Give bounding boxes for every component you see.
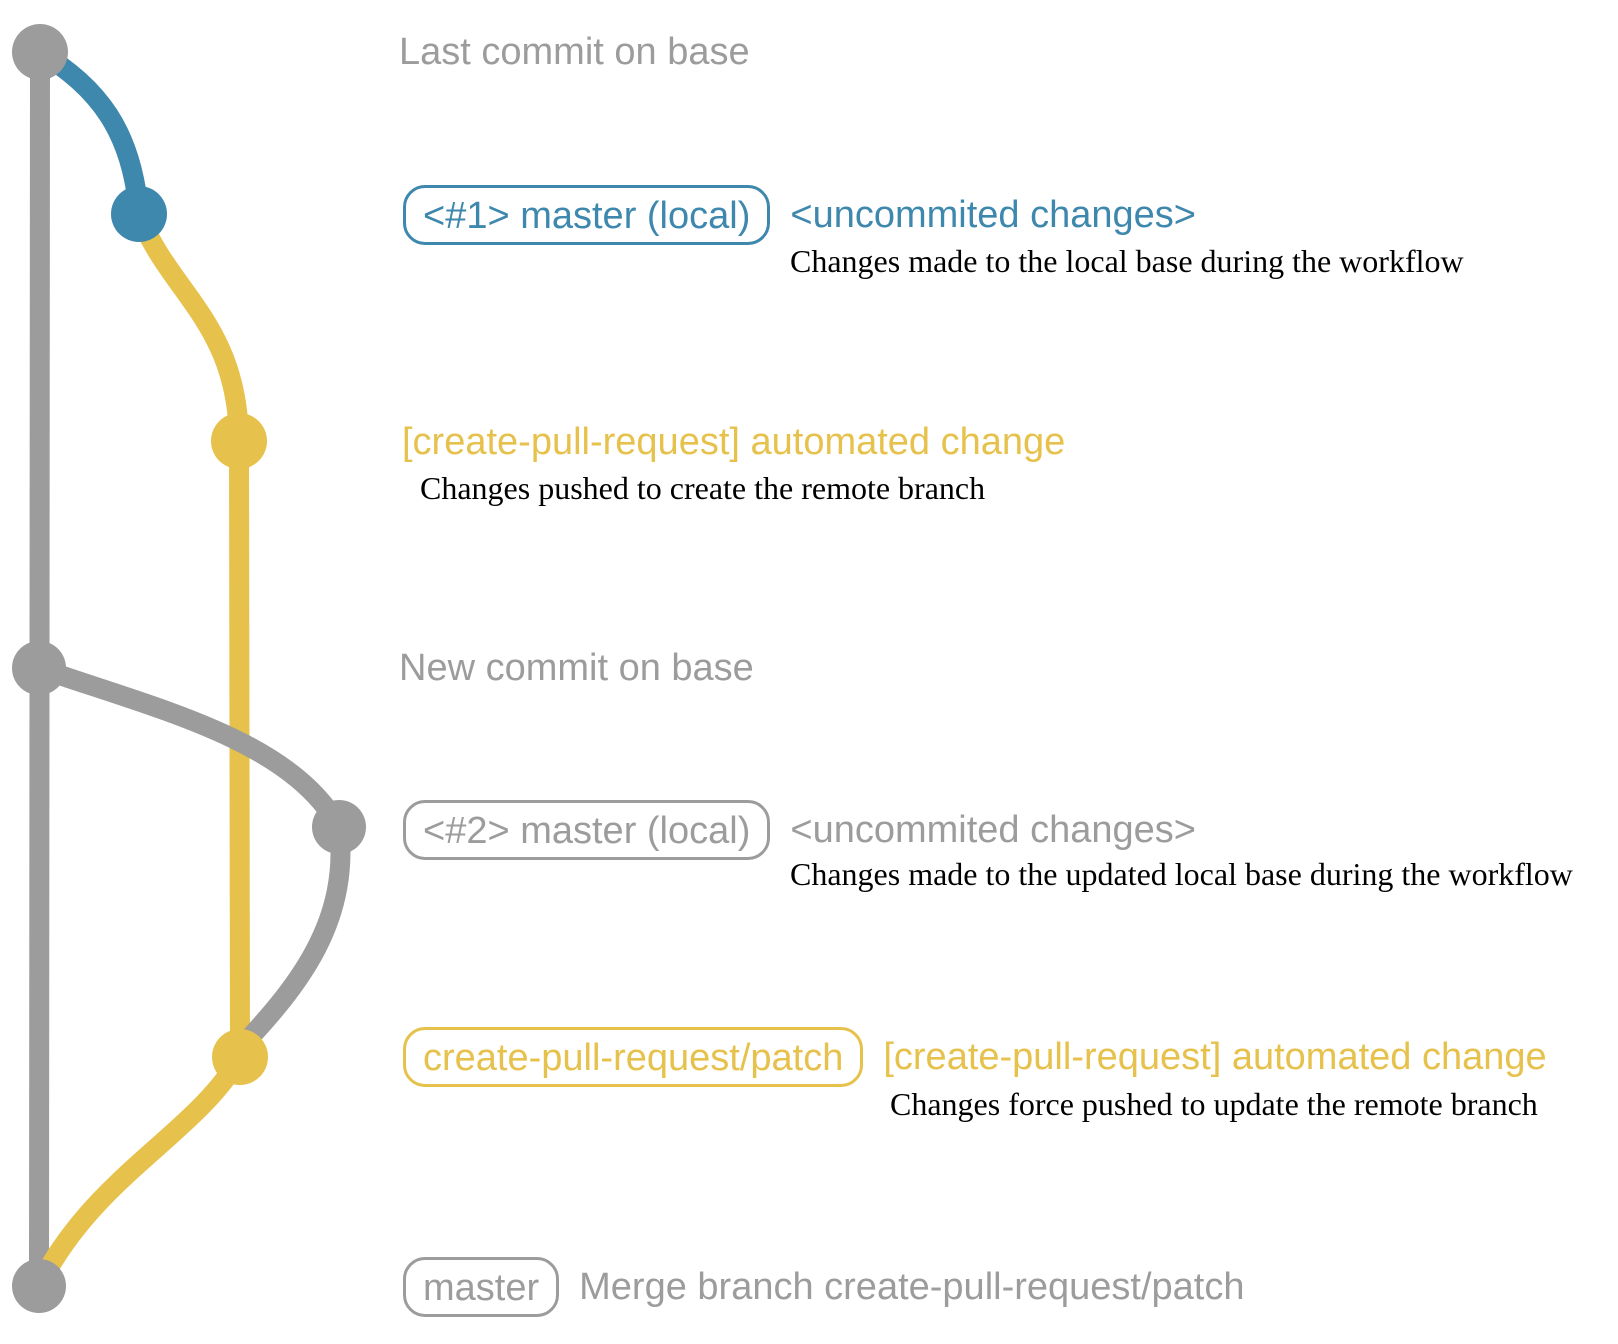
commit-node-merge — [12, 1259, 66, 1313]
row-local-1: <#1> master (local) <uncommited changes> — [403, 185, 1196, 245]
branch-badge-create-pull-request-patch: create-pull-request/patch — [403, 1027, 864, 1087]
branch-badge-master: master — [403, 1257, 560, 1317]
row-merge: master Merge branch create-pull-request/… — [403, 1257, 1245, 1317]
row-local-2: <#2> master (local) <uncommited changes> — [403, 800, 1196, 860]
description-automated-2: Changes force pushed to update the remot… — [890, 1086, 1538, 1122]
commit-message-automated-1: [create-pull-request] automated change — [402, 421, 1066, 463]
merge-curve — [29, 1047, 250, 1296]
commit-node-automated-2 — [212, 1029, 268, 1085]
row-automated-2: create-pull-request/patch [create-pull-r… — [403, 1027, 1547, 1087]
patch-branch-line — [129, 204, 250, 1067]
commit-node-automated-1 — [211, 413, 267, 469]
commit-message-uncommitted-1: <uncommited changes> — [790, 194, 1196, 236]
commit-message-automated-2: [create-pull-request] automated change — [883, 1036, 1547, 1078]
git-graph — [12, 24, 366, 1313]
branch-badge-master-local-1: <#1> master (local) — [403, 185, 771, 245]
commit-node-new-base — [12, 641, 66, 695]
commit-node-last-base — [12, 24, 68, 80]
commit-message-uncommitted-2: <uncommited changes> — [790, 809, 1196, 851]
description-local-2: Changes made to the updated local base d… — [790, 856, 1573, 892]
local-changes-1-curve — [30, 42, 149, 224]
commit-message-merge: Merge branch create-pull-request/patch — [579, 1266, 1245, 1308]
branch-badge-master-local-2: <#2> master (local) — [403, 800, 771, 860]
local-changes-2-curve — [29, 658, 351, 1058]
label-new-commit-on-base: New commit on base — [399, 647, 754, 689]
commit-node-local-2 — [312, 800, 366, 854]
commit-node-local-1 — [111, 186, 167, 242]
description-local-1: Changes made to the local base during th… — [790, 243, 1464, 279]
description-automated-1: Changes pushed to create the remote bran… — [420, 470, 986, 506]
label-last-commit-on-base: Last commit on base — [399, 31, 750, 73]
